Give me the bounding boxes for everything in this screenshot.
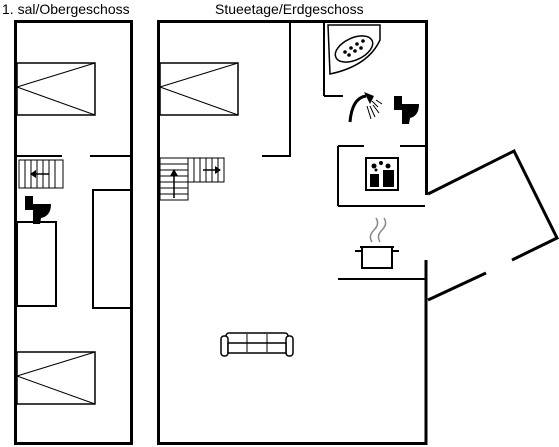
upper-floor-wardrobe bbox=[92, 189, 132, 309]
bed-icon bbox=[16, 62, 96, 116]
stairs-icon bbox=[159, 157, 225, 201]
ground-floor-outer-wall bbox=[157, 20, 428, 445]
toilet-icon bbox=[25, 196, 51, 224]
cooking-pot-icon bbox=[355, 217, 399, 269]
toilet-icon bbox=[394, 96, 419, 124]
upper-floor-plan bbox=[14, 20, 133, 445]
jacuzzi-bathtub-icon bbox=[327, 24, 381, 75]
terrace-wall bbox=[427, 148, 559, 262]
ground-floor-label: Stueetage/Erdgeschoss bbox=[215, 1, 364, 17]
bed-icon bbox=[159, 62, 239, 116]
terrace-wall bbox=[427, 271, 487, 302]
upper-floor-label: 1. sal/Obergeschoss bbox=[2, 1, 130, 17]
shower-icon bbox=[348, 92, 383, 123]
bed-icon bbox=[16, 351, 96, 405]
sofa-icon bbox=[220, 332, 294, 357]
stairs-icon bbox=[18, 159, 64, 189]
upper-floor-closet bbox=[16, 221, 57, 307]
washer-dryer-icon bbox=[365, 157, 399, 191]
upper-floor-outer-wall bbox=[14, 20, 133, 445]
ground-floor-plan bbox=[157, 20, 559, 445]
